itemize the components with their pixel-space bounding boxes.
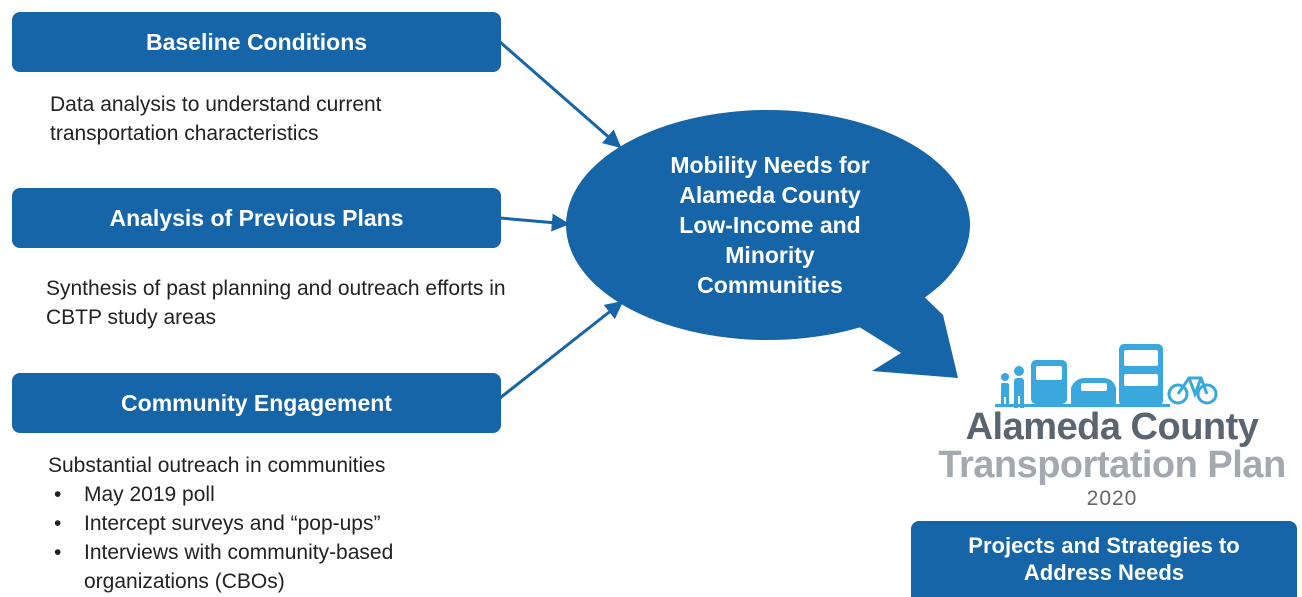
list-item: May 2019 poll — [48, 480, 478, 509]
baseline-description: Data analysis to understand current tran… — [50, 90, 490, 148]
projects-strategies-label: Projects and Strategies to Address Needs — [968, 532, 1240, 586]
ellipse-line: Minority — [725, 242, 815, 268]
baseline-description-text: Data analysis to understand current tran… — [50, 93, 382, 145]
previous-plans-description: Synthesis of past planning and outreach … — [46, 274, 506, 332]
list-item: Interviews with community-based organiza… — [48, 538, 478, 596]
big-arrow-to-plan — [848, 283, 958, 378]
logo-year: 2020 — [1086, 487, 1138, 510]
community-intro-text: Substantial outreach in communities — [48, 454, 386, 477]
mobility-needs-ellipse — [566, 110, 970, 340]
ellipse-line: Mobility Needs for — [670, 152, 870, 178]
transportation-logo-icon — [995, 344, 1218, 408]
ellipse-line: Alameda County — [679, 182, 861, 208]
previous-plans-description-text: Synthesis of past planning and outreach … — [46, 277, 506, 329]
community-engagement-label: Community Engagement — [121, 389, 392, 416]
baseline-conditions-box: Baseline Conditions — [12, 12, 501, 72]
ellipse-line: Communities — [697, 272, 843, 298]
ellipse-line: Low-Income and — [679, 212, 861, 238]
community-description: Substantial outreach in communities May … — [48, 451, 478, 596]
community-bullet-list: May 2019 poll Intercept surveys and “pop… — [48, 480, 478, 596]
community-engagement-box: Community Engagement — [12, 373, 501, 433]
previous-plans-box: Analysis of Previous Plans — [12, 188, 501, 248]
previous-plans-label: Analysis of Previous Plans — [109, 204, 404, 231]
list-item: Intercept surveys and “pop-ups” — [48, 509, 478, 538]
mobility-needs-text: Mobility Needs for Alameda County Low-In… — [600, 150, 940, 300]
arrow-baseline-to-needs — [499, 40, 622, 149]
logo-title-line2: Transportation Plan — [938, 444, 1286, 486]
arrow-community-to-needs — [499, 300, 624, 400]
projects-strategies-box: Projects and Strategies to Address Needs — [911, 521, 1297, 597]
baseline-conditions-label: Baseline Conditions — [145, 28, 368, 55]
logo-title-line1: Alameda County — [965, 406, 1259, 448]
arrow-plans-to-needs — [499, 213, 570, 232]
